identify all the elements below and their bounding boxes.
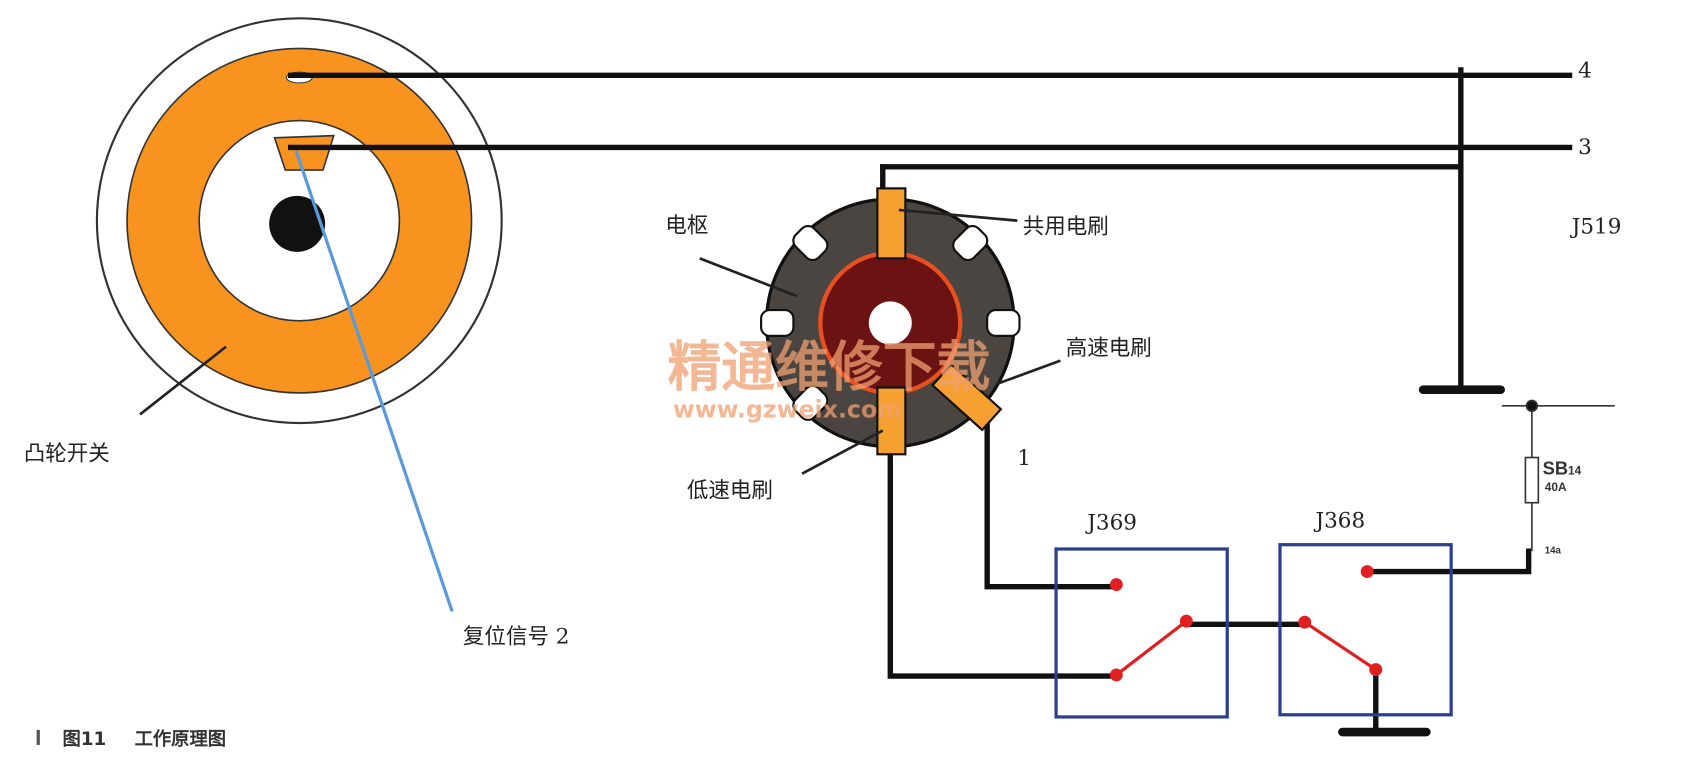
high-speed-brush-label: 高速电刷 bbox=[1066, 336, 1152, 361]
common-brush bbox=[876, 187, 907, 260]
fuse-name-label: SB14 bbox=[1543, 458, 1582, 479]
armature-label: 电枢 bbox=[665, 214, 708, 239]
figure-number: 图11 bbox=[62, 729, 106, 750]
wiring bbox=[287, 67, 1573, 733]
fuse-sb14 bbox=[1501, 399, 1615, 552]
terminal-3-label: 3 bbox=[1578, 135, 1592, 160]
j369-label: J369 bbox=[1085, 511, 1137, 536]
reset-signal-label: 复位信号 2 bbox=[463, 625, 570, 650]
relay-j368 bbox=[1278, 543, 1453, 717]
j368-label: J368 bbox=[1314, 508, 1366, 533]
relay-contacts bbox=[1109, 565, 1383, 682]
reset-signal-line bbox=[294, 150, 454, 612]
caption-bar bbox=[36, 729, 40, 745]
cam-switch bbox=[95, 17, 503, 425]
watermark-url: www.gzweix.com bbox=[673, 396, 902, 424]
low-speed-brush bbox=[876, 386, 907, 456]
high-speed-brush bbox=[931, 362, 1003, 432]
watermark-cn: 精通维修下载 bbox=[667, 335, 990, 398]
common-brush-label: 共用电刷 bbox=[1023, 215, 1109, 240]
fuse-terminal-label: 14a bbox=[1545, 545, 1562, 556]
leader-lines bbox=[139, 208, 1061, 475]
figure-title: 工作原理图 bbox=[135, 728, 227, 750]
relay-j369 bbox=[1054, 547, 1229, 719]
fuse-rating-label: 40A bbox=[1545, 480, 1567, 494]
terminal-1-label: 1 bbox=[1017, 446, 1031, 471]
terminal-4-label: 4 bbox=[1578, 59, 1592, 84]
j519-label: J519 bbox=[1570, 215, 1622, 240]
cam-switch-label: 凸轮开关 bbox=[24, 442, 110, 467]
low-speed-brush-label: 低速电刷 bbox=[687, 478, 773, 503]
